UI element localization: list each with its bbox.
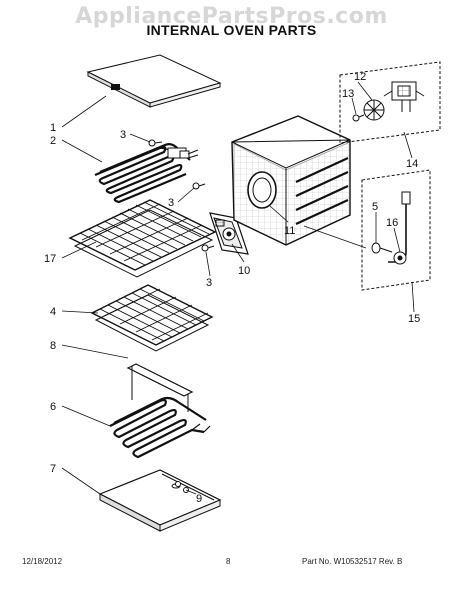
watermark: AppliancePartsPros.com xyxy=(75,4,388,29)
fan-blade xyxy=(363,99,385,121)
part-convection-motor-assembly xyxy=(339,61,441,144)
footer-date: 12/18/2012 xyxy=(22,557,63,566)
callout-15: 15 xyxy=(408,313,420,325)
callout-10: 10 xyxy=(238,265,250,277)
part-broil-bracket xyxy=(167,147,199,159)
part-oven-rack-upper xyxy=(68,199,217,278)
part-oven-cavity xyxy=(231,115,351,246)
leader-lines xyxy=(61,81,415,495)
callout-5: 5 xyxy=(372,201,378,213)
callout-13: 13 xyxy=(342,88,354,100)
callout-4: 4 xyxy=(50,306,56,318)
part-fan-cover xyxy=(209,212,249,255)
callout-3-b: 3 xyxy=(168,197,174,209)
callout-16: 16 xyxy=(386,217,398,229)
part-sensor-assembly xyxy=(361,169,431,291)
part-oven-rack-lower xyxy=(90,284,214,352)
callout-3: 3 xyxy=(120,129,126,141)
part-top-panel xyxy=(86,54,222,108)
callout-6: 6 xyxy=(50,401,56,413)
callout-11: 11 xyxy=(284,225,295,237)
part-element-cover xyxy=(126,363,194,412)
part-bottom-panel xyxy=(98,469,222,532)
part-bake-element xyxy=(109,396,211,459)
part-bottom-screw xyxy=(175,481,189,493)
footer-page-number: 8 xyxy=(226,557,231,566)
callout-14: 14 xyxy=(406,158,418,170)
callout-8: 8 xyxy=(50,340,56,352)
callout-17: 17 xyxy=(44,253,56,265)
callout-9: 9 xyxy=(196,493,202,505)
footer-part-number: Part No. W10532517 Rev. B xyxy=(302,557,403,566)
part-screw xyxy=(148,139,215,252)
callout-7: 7 xyxy=(50,463,56,475)
callout-2: 2 xyxy=(50,135,56,147)
page-title: INTERNAL OVEN PARTS xyxy=(146,22,317,38)
callout-12: 12 xyxy=(354,71,366,83)
callout-1: 1 xyxy=(50,122,56,134)
callout-3-c: 3 xyxy=(206,277,212,289)
